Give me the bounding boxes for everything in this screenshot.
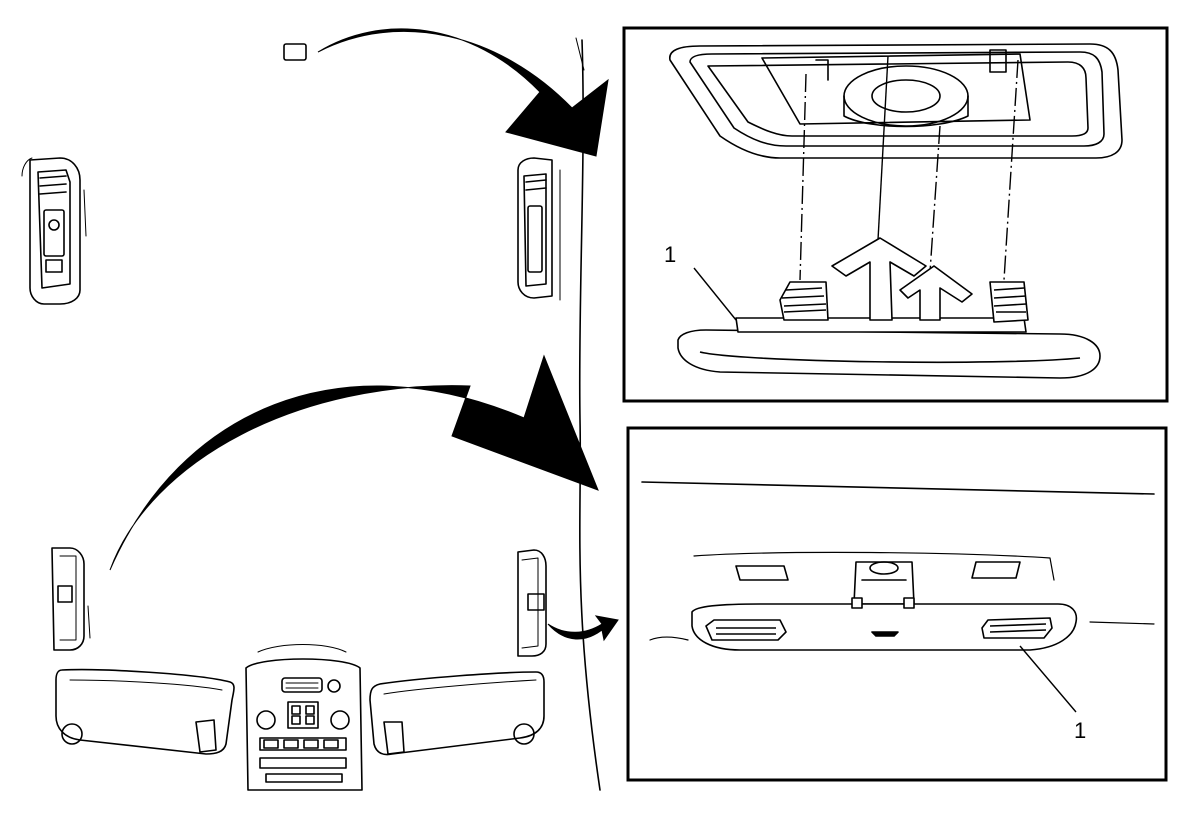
arrow-to-top-detail bbox=[317, 28, 609, 157]
dome-lamp-assembly bbox=[677, 237, 1101, 379]
arrow-small-to-bottom-detail bbox=[547, 615, 619, 642]
dome-lamp-top bbox=[283, 43, 307, 61]
callout-number-top: 1 bbox=[664, 242, 676, 267]
grab-handle-left-lower bbox=[51, 547, 91, 651]
callout-number-bottom: 1 bbox=[1074, 718, 1086, 743]
socket-left bbox=[735, 565, 789, 581]
alignment-lines bbox=[799, 55, 1019, 281]
grab-handle-right-upper bbox=[517, 157, 561, 301]
leader-line-bottom bbox=[1019, 645, 1077, 713]
sun-visor-left bbox=[55, 668, 235, 755]
overview-headliner bbox=[21, 37, 601, 791]
overhead-console bbox=[245, 644, 363, 791]
sun-visor-right bbox=[369, 671, 545, 756]
detail-panel-bottom: 1 bbox=[626, 426, 1168, 782]
arrow-to-bottom-detail bbox=[109, 354, 599, 571]
arrows bbox=[109, 28, 619, 642]
grab-handle-right-lower bbox=[517, 549, 547, 657]
leader-line-top bbox=[693, 267, 737, 321]
detail-panel-top: 1 bbox=[622, 26, 1169, 403]
grab-handle-left-upper bbox=[21, 157, 87, 305]
dome-lamp-installed bbox=[691, 597, 1078, 651]
socket-right bbox=[971, 561, 1021, 579]
